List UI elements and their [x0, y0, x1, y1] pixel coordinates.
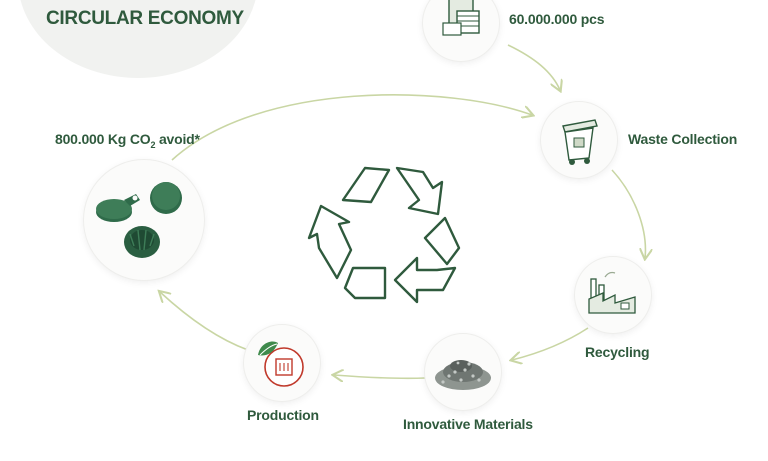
arrow-pieces-to-waste — [507, 44, 560, 90]
arrow-waste-to-recycling — [611, 169, 645, 258]
factory-icon — [588, 271, 636, 314]
innovative-materials-node — [425, 334, 501, 410]
recycling-label: Recycling — [585, 344, 650, 360]
boxes-icon — [442, 0, 480, 36]
co2-prefix: 800.000 Kg CO — [55, 131, 151, 147]
pellets-icon — [435, 360, 491, 390]
innovative-materials-label: Innovative Materials — [403, 416, 533, 432]
co2-avoided-label: 800.000 Kg CO2 avoid* — [55, 131, 200, 150]
recycle-icon — [307, 166, 461, 304]
recycling-node — [575, 257, 651, 333]
arrow-recycling-to-materials — [512, 327, 589, 360]
plastic-caps-icon — [96, 182, 182, 258]
leaf-production-icon — [258, 341, 304, 387]
production-node — [244, 325, 320, 401]
co2-avoided-node — [84, 160, 204, 280]
page-title: CIRCULAR ECONOMY — [46, 8, 244, 29]
co2-subscript: 2 — [150, 139, 156, 150]
waste-collection-label: Waste Collection — [628, 131, 738, 147]
production-label: Production — [247, 407, 319, 423]
co2-suffix: avoid* — [155, 131, 200, 147]
arrow-co2-to-waste — [171, 94, 532, 161]
pieces-label: 60.000.000 pcs — [509, 11, 605, 27]
arrow-materials-to-production — [334, 375, 426, 378]
pieces-node — [423, 0, 499, 61]
arrow-production-to-co2 — [160, 292, 249, 351]
waste-collection-node — [541, 102, 617, 178]
waste-bin-icon — [562, 119, 598, 165]
